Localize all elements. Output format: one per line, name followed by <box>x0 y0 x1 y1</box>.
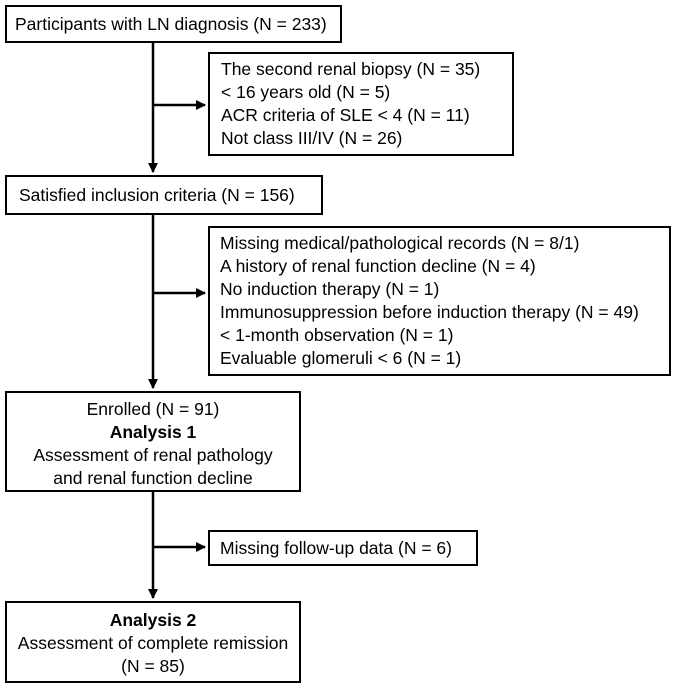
missing-followup-box: Missing follow-up data (N = 6) <box>208 530 478 566</box>
analysis2-desc: Assessment of complete remission <box>17 633 289 653</box>
analysis1-desc-1: Assessment of renal pathology <box>33 445 273 465</box>
exclusion2-line-2: A history of renal function decline (N =… <box>220 256 536 276</box>
exclusion2-line-6: Evaluable glomeruli < 6 (N = 1) <box>220 348 462 368</box>
exclusion1-line-2: < 16 years old (N = 5) <box>221 82 391 102</box>
exclusion-box-2: Missing medical/pathological records (N … <box>208 226 671 376</box>
exclusion1-line-1: The second renal biopsy (N = 35) <box>221 59 481 79</box>
analysis2-title: Analysis 2 <box>109 610 197 630</box>
exclusion2-line-1: Missing medical/pathological records (N … <box>220 233 580 253</box>
inclusion-box: Satisfied inclusion criteria (N = 156) <box>5 175 323 215</box>
participants-box: Participants with LN diagnosis (N = 233) <box>5 5 342 43</box>
exclusion2-line-4: Immunosuppression before induction thera… <box>220 302 639 322</box>
inclusion-text: Satisfied inclusion criteria (N = 156) <box>19 185 295 205</box>
exclusion2-line-5: < 1-month observation (N = 1) <box>220 325 454 345</box>
exclusion-box-1: The second renal biopsy (N = 35) < 16 ye… <box>208 52 514 156</box>
missing-followup-text: Missing follow-up data (N = 6) <box>220 538 452 558</box>
analysis1-title: Analysis 1 <box>109 422 197 442</box>
participants-text: Participants with LN diagnosis (N = 233) <box>15 14 327 34</box>
analysis1-desc-2: and renal function decline <box>53 468 253 488</box>
exclusion1-line-4: Not class III/IV (N = 26) <box>221 128 403 148</box>
exclusion2-line-3: No induction therapy (N = 1) <box>220 279 440 299</box>
analysis2-count: (N = 85) <box>121 656 185 676</box>
enrolled-box: Enrolled (N = 91) Analysis 1 Assessment … <box>5 391 301 492</box>
exclusion1-line-3: ACR criteria of SLE < 4 (N = 11) <box>221 105 470 125</box>
enrolled-text: Enrolled (N = 91) <box>86 399 220 419</box>
analysis2-box: Analysis 2 Assessment of complete remiss… <box>5 601 301 683</box>
